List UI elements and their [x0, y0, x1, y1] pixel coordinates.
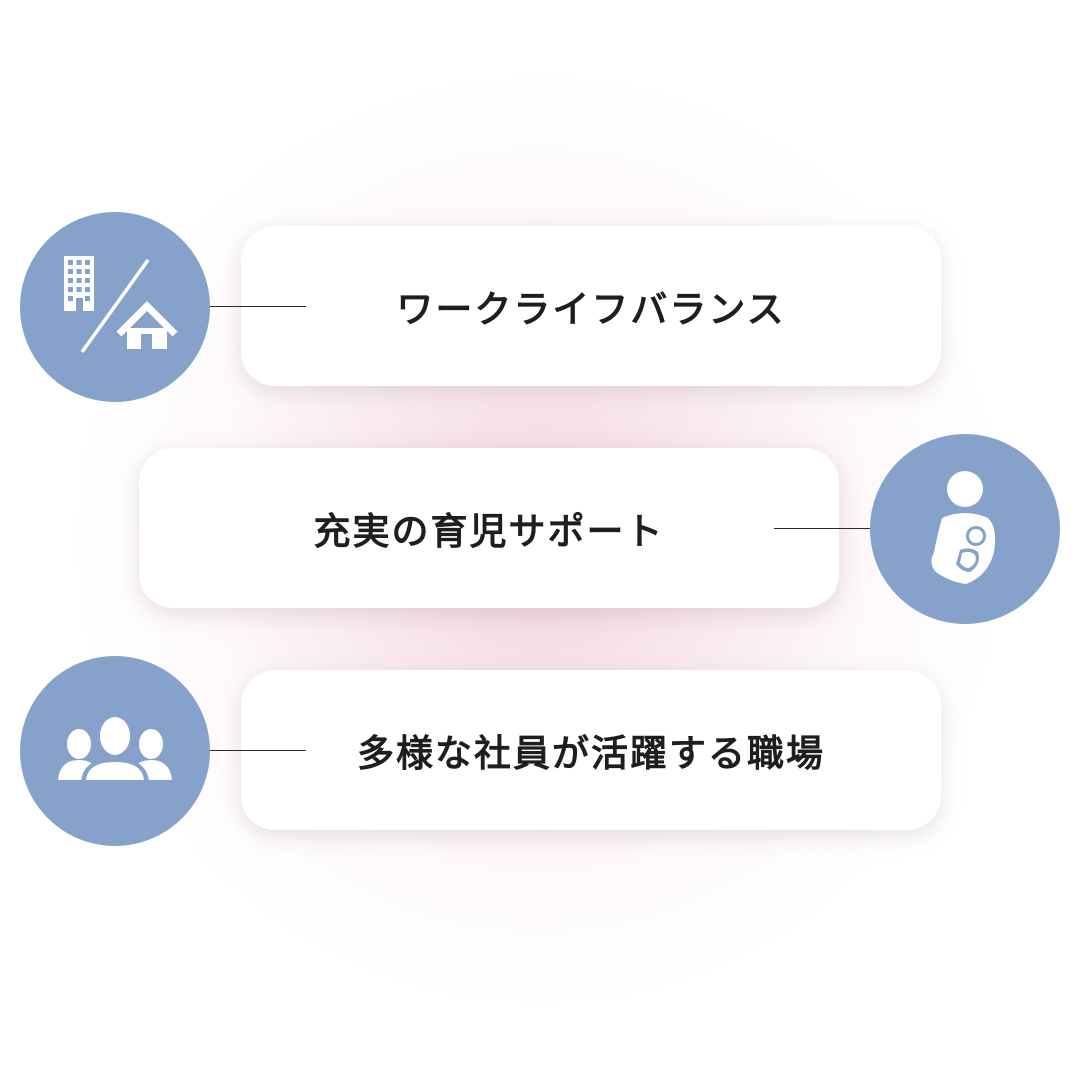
connector-line — [774, 528, 870, 529]
card-diverse-workplace: 多様な社員が活躍する職場 — [241, 670, 941, 830]
connector-line — [210, 306, 306, 307]
icon-circle — [20, 656, 210, 846]
card-label: ワークライフバランス — [396, 288, 786, 331]
card-label: 多様な社員が活躍する職場 — [357, 732, 825, 775]
icon-circle — [870, 434, 1060, 624]
card-childcare-support: 充実の育児サポート — [139, 448, 839, 608]
office-home-icon — [20, 210, 210, 404]
card-label: 充実の育児サポート — [313, 510, 665, 553]
icon-circle — [20, 212, 210, 402]
people-group-icon — [20, 654, 210, 848]
card-work-life-balance: ワークライフバランス — [241, 226, 941, 386]
connector-line — [210, 750, 306, 751]
parent-child-icon — [870, 432, 1060, 626]
